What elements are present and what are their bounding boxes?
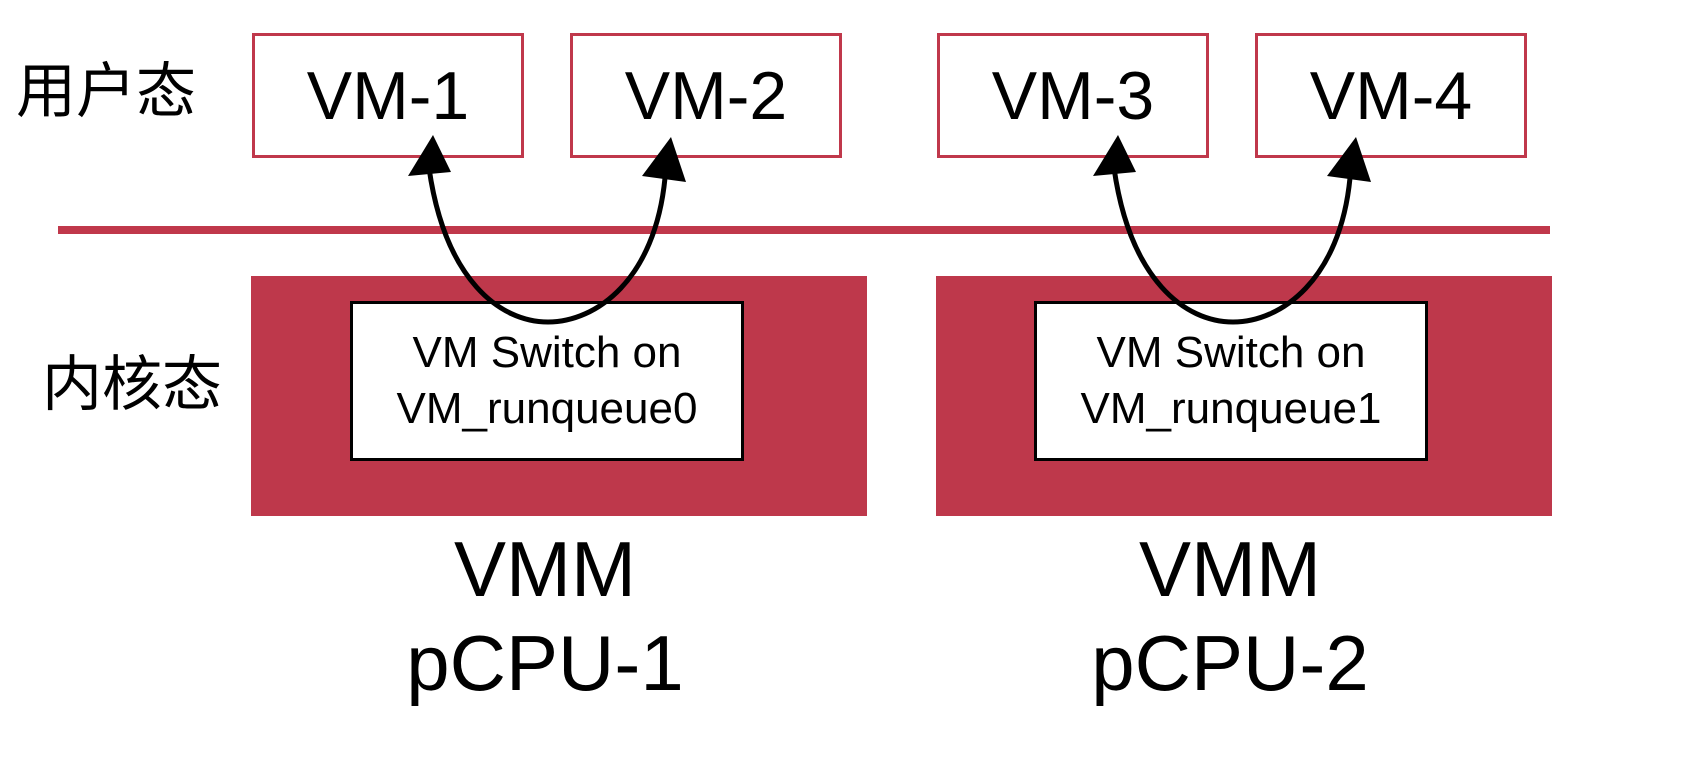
vmm-pcpu-1-label: VMM pCPU-1 [345, 523, 745, 710]
arrow-curve-pcpu-1 [426, 167, 668, 325]
vm-2-label: VM-2 [624, 57, 788, 134]
user-mode-label: 用户态 [16, 57, 196, 127]
user-kernel-divider [58, 226, 1550, 234]
vmm-1-title: VMM [454, 525, 636, 613]
vm-1-box: VM-1 [252, 33, 524, 158]
vm-switch-1-line1: VM Switch on [1096, 327, 1366, 377]
vm-switch-0-line2: VM_runqueue0 [396, 384, 698, 433]
vm-4-box: VM-4 [1255, 33, 1527, 158]
vmm-2-title: VMM [1139, 525, 1321, 613]
arrowhead-to-vm-1 [408, 135, 451, 176]
curved-double-arrow-icon-pcpu-1 [408, 135, 686, 325]
arrowhead-to-vm-4 [1327, 137, 1371, 182]
vmm-pcpu-2-label: VMM pCPU-2 [1030, 523, 1430, 710]
kernel-mode-label: 内核态 [42, 350, 222, 420]
curved-double-arrow-icon-pcpu-2 [1093, 135, 1371, 325]
vm-switch-0-line1: VM Switch on [412, 327, 682, 377]
vm-3-label: VM-3 [991, 57, 1155, 134]
vm-2-box: VM-2 [570, 33, 842, 158]
vm-4-label: VM-4 [1309, 57, 1473, 134]
vm-3-box: VM-3 [937, 33, 1209, 158]
arrowhead-to-vm-2 [642, 137, 686, 182]
pcpu-1-title: pCPU-1 [406, 618, 684, 707]
vm-1-label: VM-1 [306, 57, 470, 134]
vm-switch-box-0: VM Switch on VM_runqueue0 [350, 301, 744, 461]
arrow-curve-pcpu-2 [1111, 167, 1353, 325]
vm-switch-box-1: VM Switch on VM_runqueue1 [1034, 301, 1428, 461]
arrowhead-to-vm-3 [1093, 135, 1136, 176]
vm-switch-1-line2: VM_runqueue1 [1080, 384, 1382, 433]
pcpu-2-title: pCPU-2 [1091, 618, 1369, 707]
